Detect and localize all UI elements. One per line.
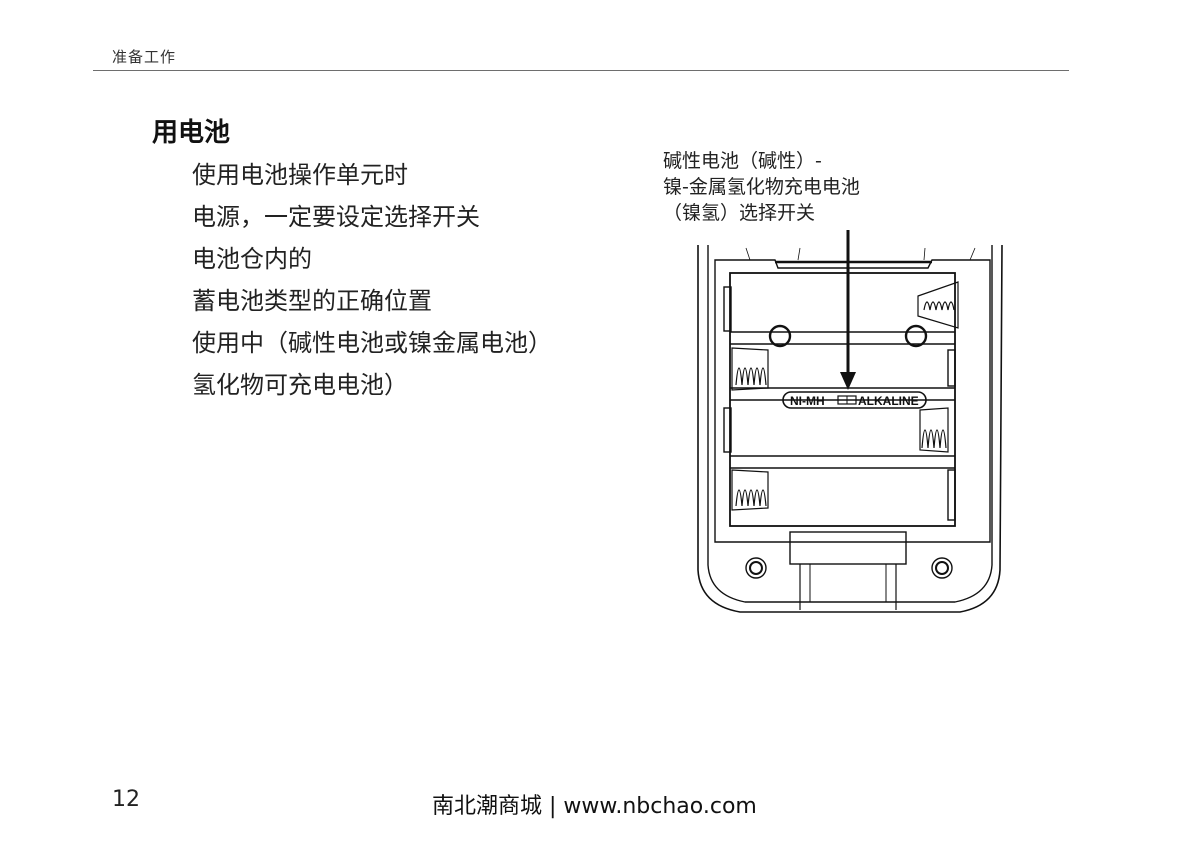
body-line: 蓄电池类型的正确位置 xyxy=(192,287,432,315)
battery-compartment-diagram: NI-MH ALKALINE xyxy=(680,220,1020,630)
callout-line: （镍氢）选择开关 xyxy=(663,202,816,224)
body-line: 使用电池操作单元时 xyxy=(192,161,408,189)
svg-text:NI-MH: NI-MH xyxy=(790,394,825,408)
body-line: 电源，一定要设定选择开关 xyxy=(192,203,480,231)
page-number: 12 xyxy=(112,787,140,812)
header-divider xyxy=(93,70,1069,71)
figure-callout: 碱性电池（碱性）- 镍-金属氢化物充电电池 （镍氢）选择开关 xyxy=(663,148,860,226)
section-title: 用电池 xyxy=(152,118,231,148)
svg-text:ALKALINE: ALKALINE xyxy=(858,394,919,408)
body-line: 电池仓内的 xyxy=(192,245,312,273)
running-header: 准备工作 xyxy=(112,48,177,66)
callout-line: 碱性电池（碱性）- xyxy=(663,150,822,172)
section-body: 使用电池操作单元时 电源，一定要设定选择开关 电池仓内的 蓄电池类型的正确位置 … xyxy=(192,154,552,406)
body-line: 使用中（碱性电池或镍金属电池） xyxy=(192,329,552,357)
body-line: 氢化物可充电电池） xyxy=(192,371,408,399)
callout-line: 镍-金属氢化物充电电池 xyxy=(663,176,860,198)
footer-watermark: 南北潮商城 | www.nbchao.com xyxy=(432,794,757,819)
